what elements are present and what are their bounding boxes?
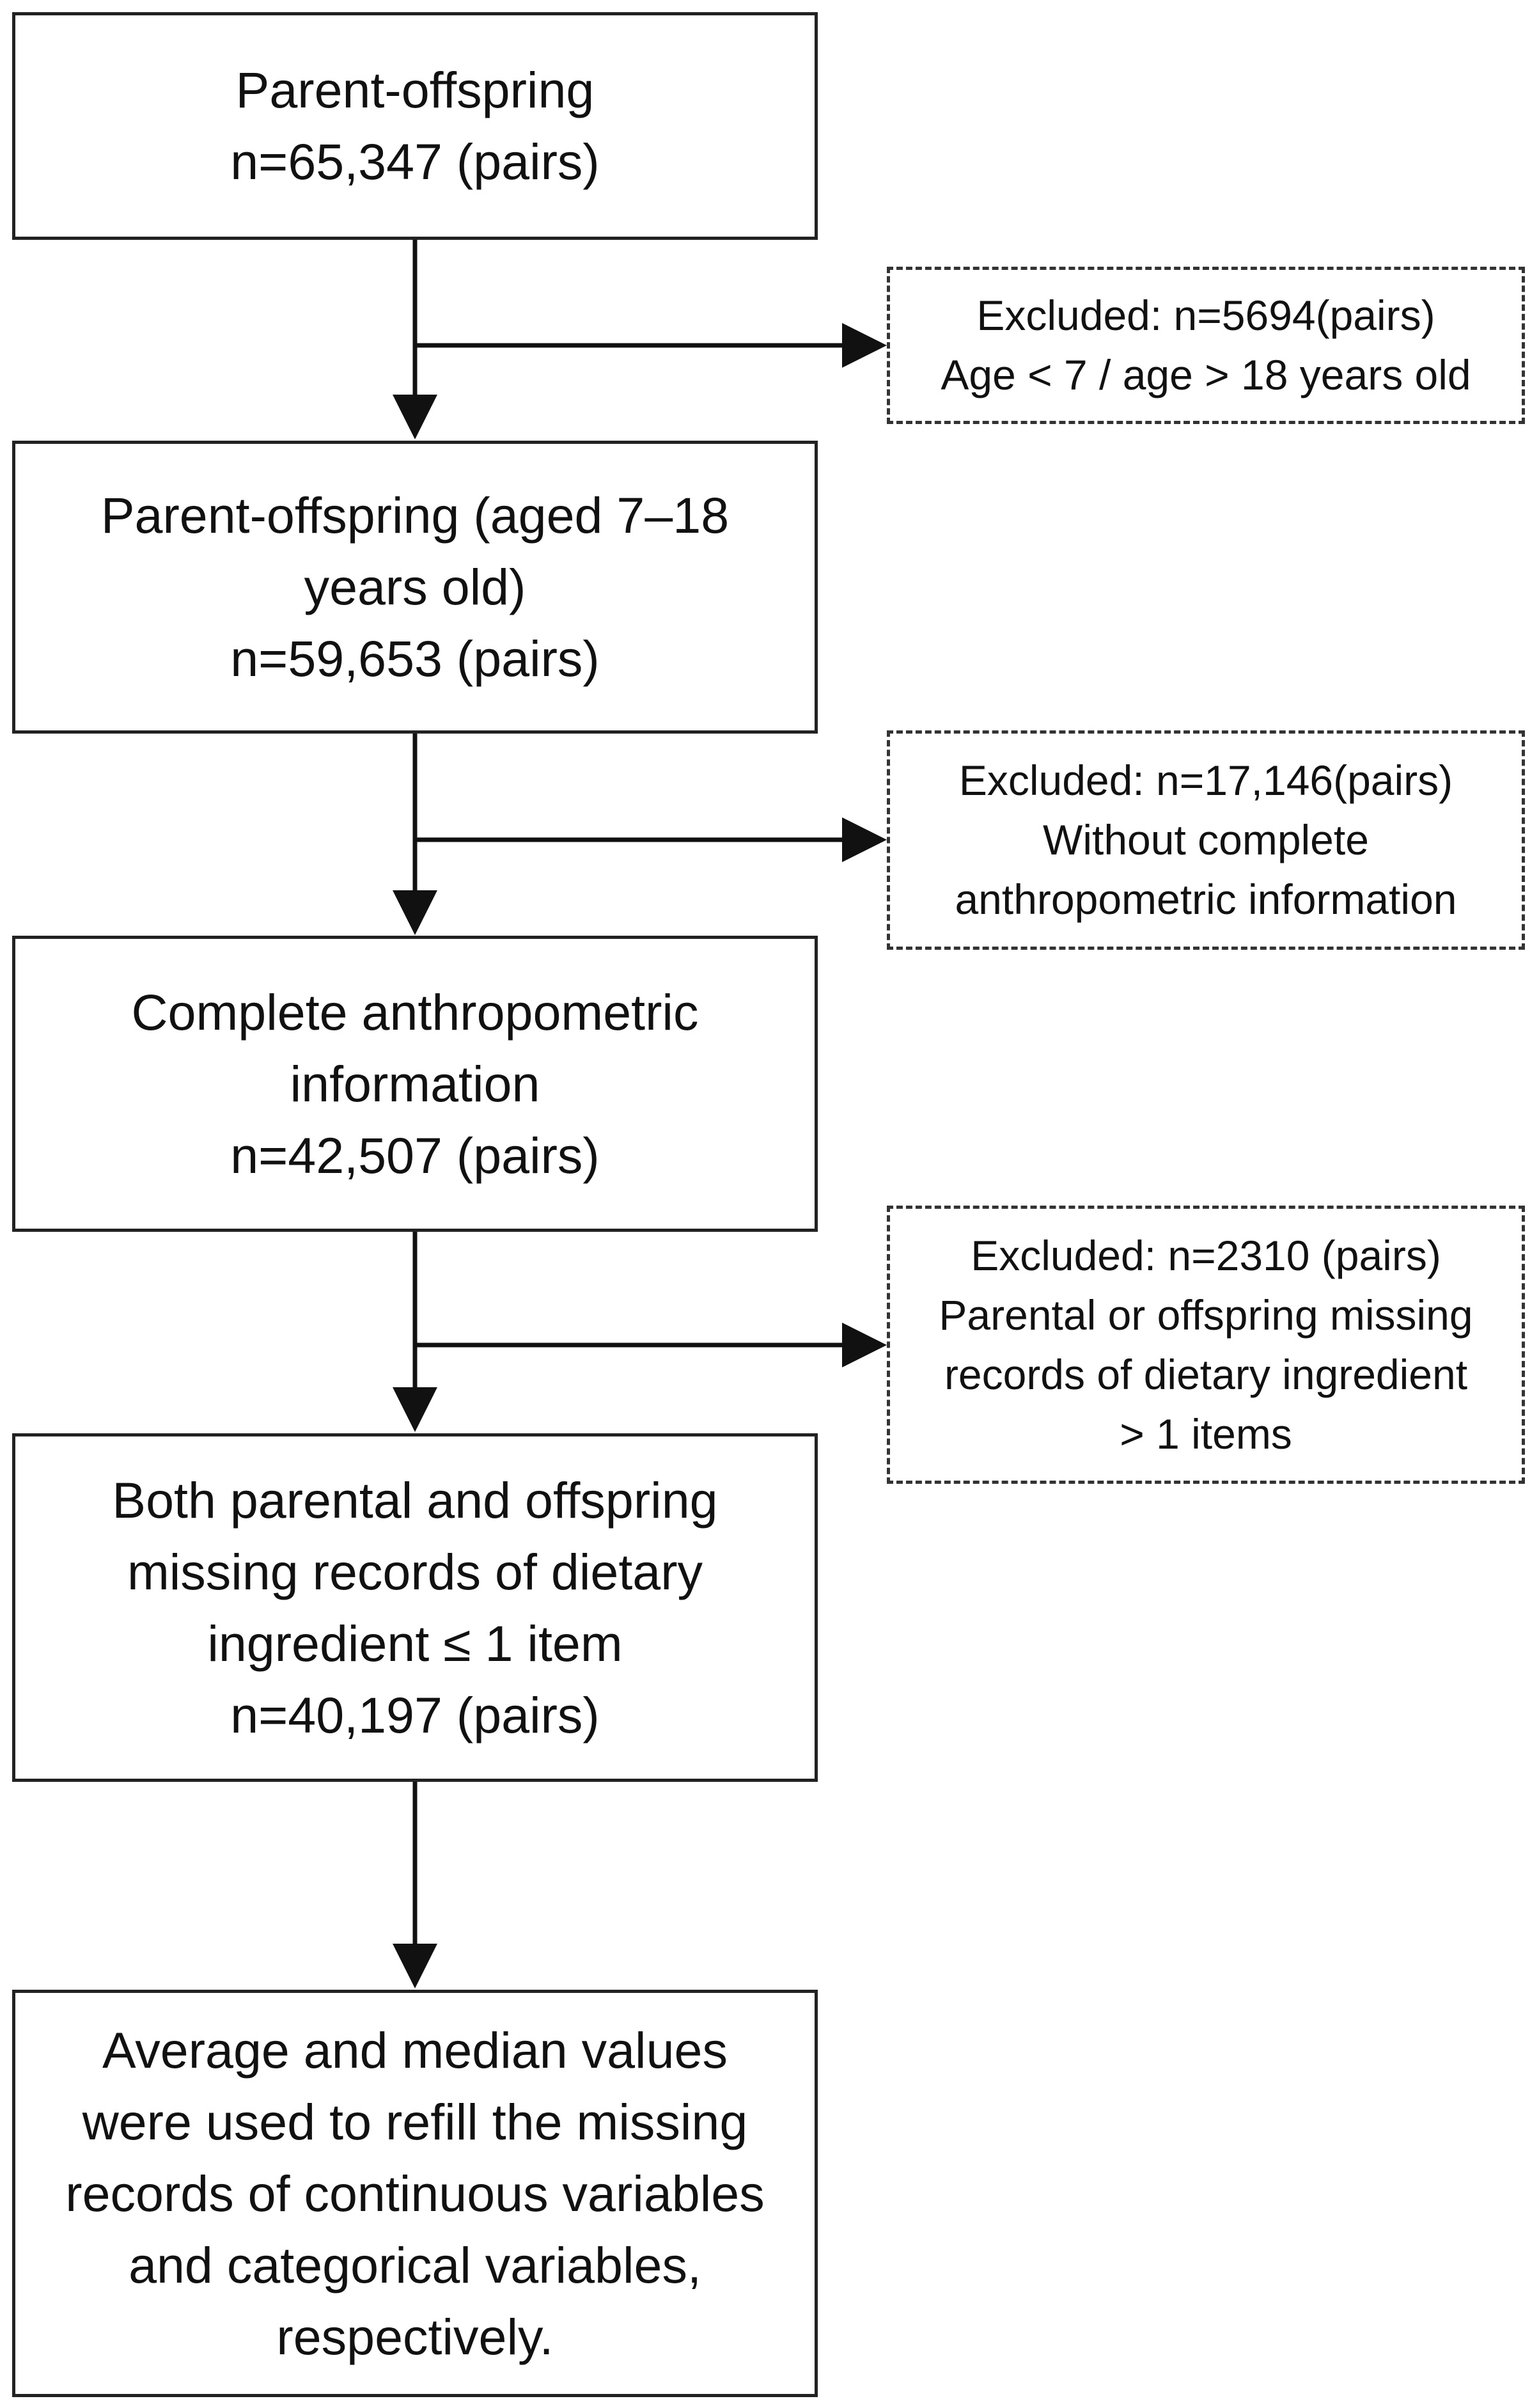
box-text: Parent-offspring (aged 7–18 years old) n… bbox=[101, 480, 729, 695]
box-line: anthropometric information bbox=[955, 876, 1457, 923]
box-aged-7-18: Parent-offspring (aged 7–18 years old) n… bbox=[12, 441, 818, 734]
box-line: Average and median values bbox=[102, 2021, 728, 2079]
box-line: Age < 7 / age > 18 years old bbox=[941, 351, 1471, 398]
box-line: Parent-offspring (aged 7–18 bbox=[100, 487, 730, 544]
box-line: Excluded: n=2310 (pairs) bbox=[971, 1231, 1441, 1279]
box-refill-missing: Average and median values were used to r… bbox=[12, 1990, 818, 2397]
box-line: Complete anthropometric bbox=[131, 983, 699, 1041]
box-line: respectively. bbox=[276, 2308, 554, 2365]
box-line: information bbox=[290, 1055, 540, 1112]
exclusion-box-anthropometric: Excluded: n=17,146(pairs) Without comple… bbox=[887, 730, 1525, 950]
box-line: Parent-offspring bbox=[235, 61, 595, 118]
box-line: n=59,653 (pairs) bbox=[230, 630, 600, 687]
box-text: Excluded: n=5694(pairs) Age < 7 / age > … bbox=[941, 286, 1471, 405]
box-text: Complete anthropometric information n=42… bbox=[132, 977, 699, 1192]
box-line: Excluded: n=17,146(pairs) bbox=[958, 757, 1453, 804]
box-text: Average and median values were used to r… bbox=[65, 2015, 764, 2373]
box-dietary-ingredient: Both parental and offspring missing reco… bbox=[12, 1433, 818, 1782]
box-line: Parental or offspring missing bbox=[939, 1291, 1473, 1339]
box-line: and categorical variables, bbox=[129, 2236, 701, 2294]
box-line: years old) bbox=[304, 558, 526, 615]
box-line: records of continuous variables bbox=[65, 2164, 765, 2222]
box-line: missing records of dietary bbox=[127, 1543, 703, 1600]
box-line: > 1 items bbox=[1120, 1410, 1292, 1458]
box-line: were used to refill the missing bbox=[82, 2093, 748, 2150]
exclusion-box-dietary: Excluded: n=2310 (pairs) Parental or off… bbox=[887, 1206, 1525, 1484]
box-text: Parent-offspring n=65,347 (pairs) bbox=[230, 54, 600, 198]
box-complete-anthropometric: Complete anthropometric information n=42… bbox=[12, 936, 818, 1232]
box-line: Without complete bbox=[1043, 816, 1369, 863]
box-line: Both parental and offspring bbox=[112, 1471, 718, 1529]
box-line: ingredient ≤ 1 item bbox=[207, 1614, 623, 1672]
box-line: n=40,197 (pairs) bbox=[230, 1686, 600, 1743]
box-line: Excluded: n=5694(pairs) bbox=[976, 292, 1435, 339]
box-text: Excluded: n=2310 (pairs) Parental or off… bbox=[939, 1226, 1473, 1464]
box-text: Excluded: n=17,146(pairs) Without comple… bbox=[955, 751, 1457, 929]
box-text: Both parental and offspring missing reco… bbox=[112, 1465, 717, 1751]
box-line: records of dietary ingredient bbox=[944, 1350, 1468, 1398]
box-parent-offspring: Parent-offspring n=65,347 (pairs) bbox=[12, 12, 818, 240]
exclusion-box-age: Excluded: n=5694(pairs) Age < 7 / age > … bbox=[887, 267, 1525, 424]
box-line: n=65,347 (pairs) bbox=[230, 133, 600, 190]
box-line: n=42,507 (pairs) bbox=[230, 1126, 600, 1184]
